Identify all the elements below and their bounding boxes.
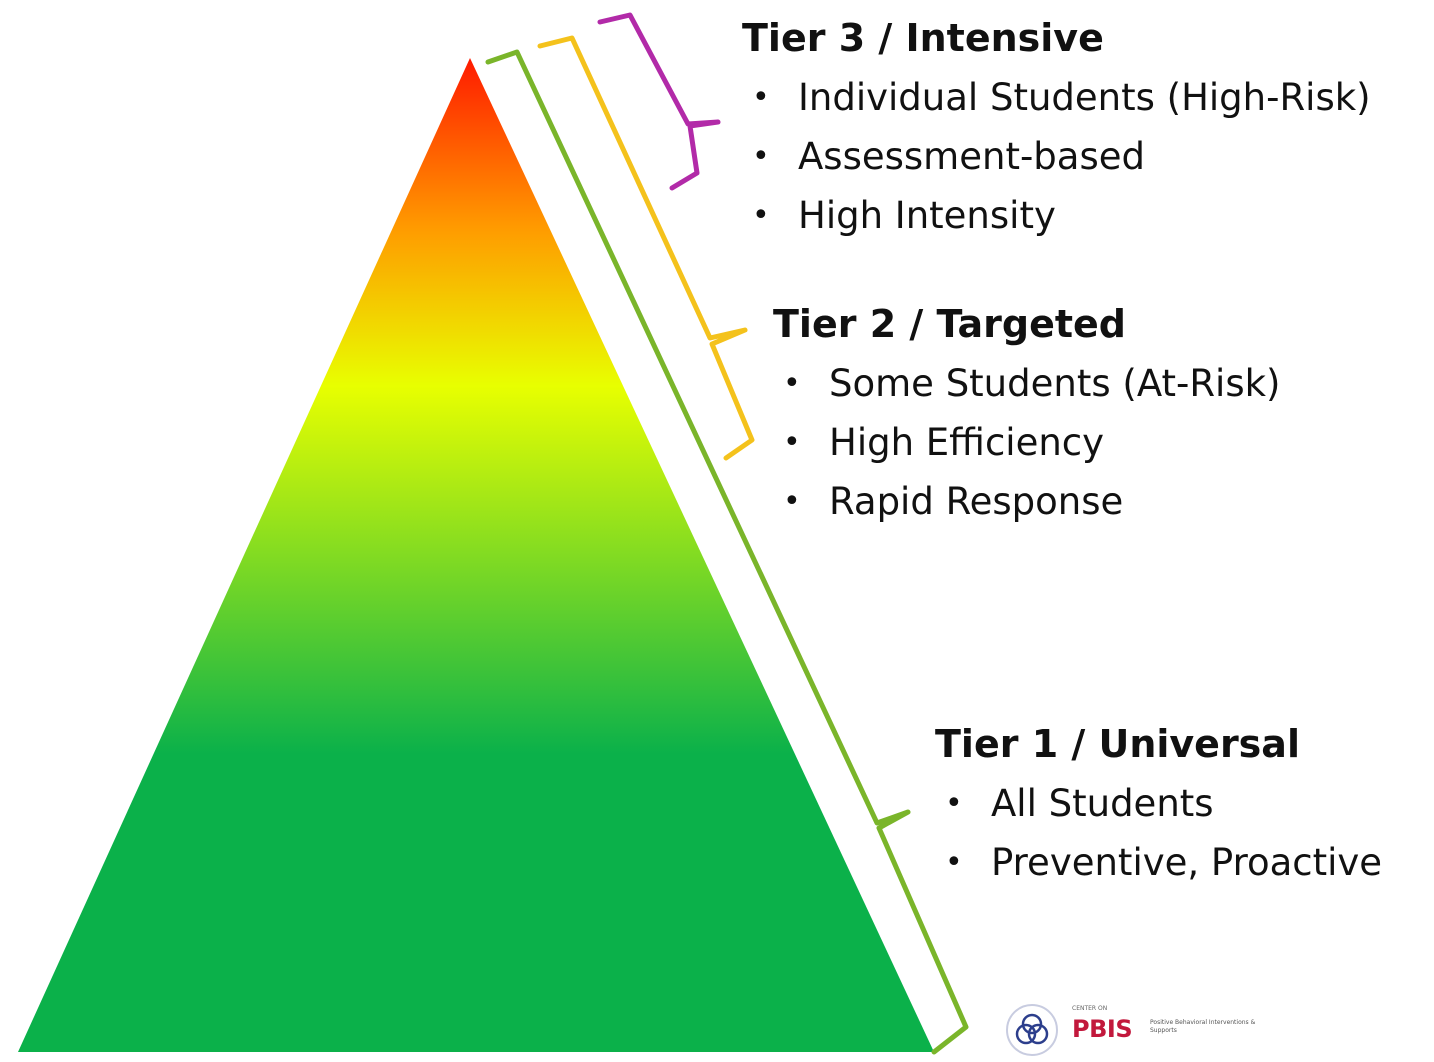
pbis-logo: CENTER ON PBIS Positive Behavioral Inter… bbox=[1002, 1002, 1272, 1058]
tier2-title: Tier 2 / Targeted bbox=[773, 302, 1126, 346]
tier3-label-group: Tier 3 / Intensive Individual Students (… bbox=[742, 14, 1371, 245]
tier1-bullet: Preventive, Proactive bbox=[935, 833, 1382, 892]
logo-wordmark: PBIS bbox=[1072, 1015, 1133, 1043]
tier1-bullet-list: All Students Preventive, Proactive bbox=[935, 774, 1382, 892]
tier1-bracket bbox=[485, 49, 969, 1055]
tier1-title: Tier 1 / Universal bbox=[935, 722, 1300, 766]
tier3-bullet: Individual Students (High-Risk) bbox=[742, 68, 1371, 127]
tier3-bullet-list: Individual Students (High-Risk) Assessme… bbox=[742, 68, 1371, 245]
tier3-bullet: High Intensity bbox=[742, 186, 1371, 245]
tier2-bullet: High Efficiency bbox=[773, 413, 1280, 472]
tier2-bullet-list: Some Students (At-Risk) High Efficiency … bbox=[773, 354, 1280, 531]
tier2-bullet: Some Students (At-Risk) bbox=[773, 354, 1280, 413]
tier1-bullet: All Students bbox=[935, 774, 1382, 833]
logo-subtitle: Positive Behavioral Interventions & Supp… bbox=[1150, 1019, 1256, 1034]
tier2-bracket bbox=[537, 35, 755, 461]
tier3-bullet: Assessment-based bbox=[742, 127, 1371, 186]
pbis-emblem-icon bbox=[1006, 1004, 1058, 1056]
tier2-bullet: Rapid Response bbox=[773, 472, 1280, 531]
tier3-title: Tier 3 / Intensive bbox=[742, 16, 1104, 60]
tier1-label-group: Tier 1 / Universal All Students Preventi… bbox=[935, 720, 1382, 892]
tier-pyramid bbox=[18, 58, 934, 1052]
logo-top-text: CENTER ON bbox=[1072, 1005, 1108, 1012]
tier3-bracket bbox=[597, 12, 721, 191]
tier2-label-group: Tier 2 / Targeted Some Students (At-Risk… bbox=[773, 300, 1280, 531]
